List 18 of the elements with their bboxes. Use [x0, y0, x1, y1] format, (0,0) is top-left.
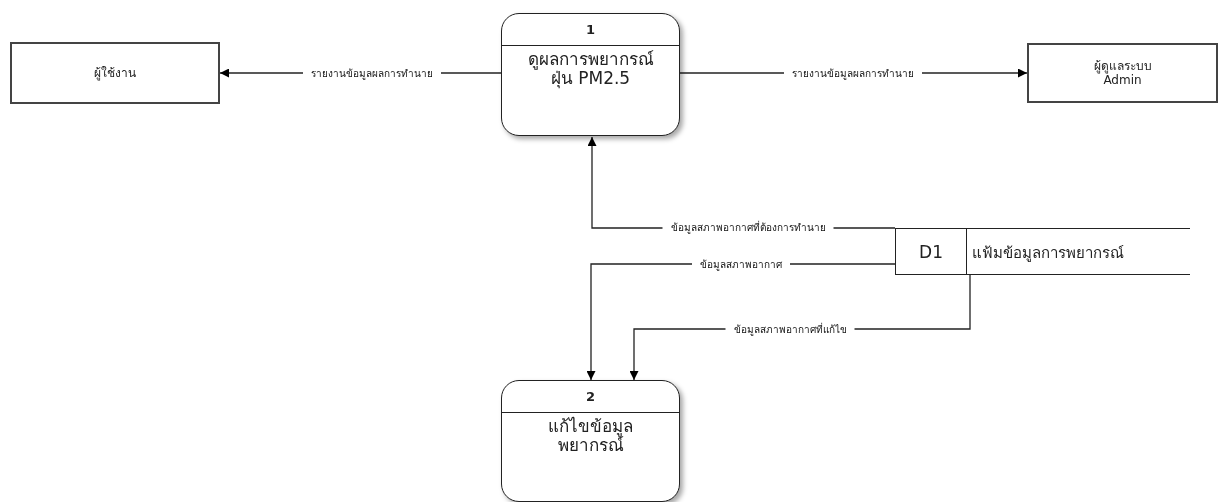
store-id: D1: [919, 241, 943, 262]
edge-label: รายงานข้อมูลผลการทำนาย: [784, 65, 922, 81]
entity-label: ผู้ใช้งาน: [94, 65, 136, 81]
process-name: แก้ไขข้อมูล พยากรณ์: [547, 417, 634, 455]
process-number: 2: [585, 389, 595, 404]
entity-label: ผู้ดูแลระบบ Admin: [1092, 58, 1153, 88]
data-store: [895, 228, 1190, 275]
process-number: 1: [585, 22, 595, 37]
edge-label: ข้อมูลสภาพอากาศ: [692, 256, 790, 272]
process-name: ดูผลการพยากรณ์ ฝุ่น PM2.5: [526, 50, 655, 88]
edge-label: รายงานข้อมูลผลการทำนาย: [303, 65, 441, 81]
store-name: แฟ้มข้อมูลการพยากรณ์: [972, 243, 1124, 264]
external-entity-box: [10, 42, 220, 104]
process-box: [501, 380, 680, 502]
edge-label: ข้อมูลสภาพอากาศที่ต้องการทำนาย: [662, 219, 834, 235]
external-entity-box: [1027, 43, 1218, 103]
edge-label: ข้อมูลสภาพอากาศที่แก้ไข: [725, 321, 855, 337]
process-box: [501, 13, 680, 136]
